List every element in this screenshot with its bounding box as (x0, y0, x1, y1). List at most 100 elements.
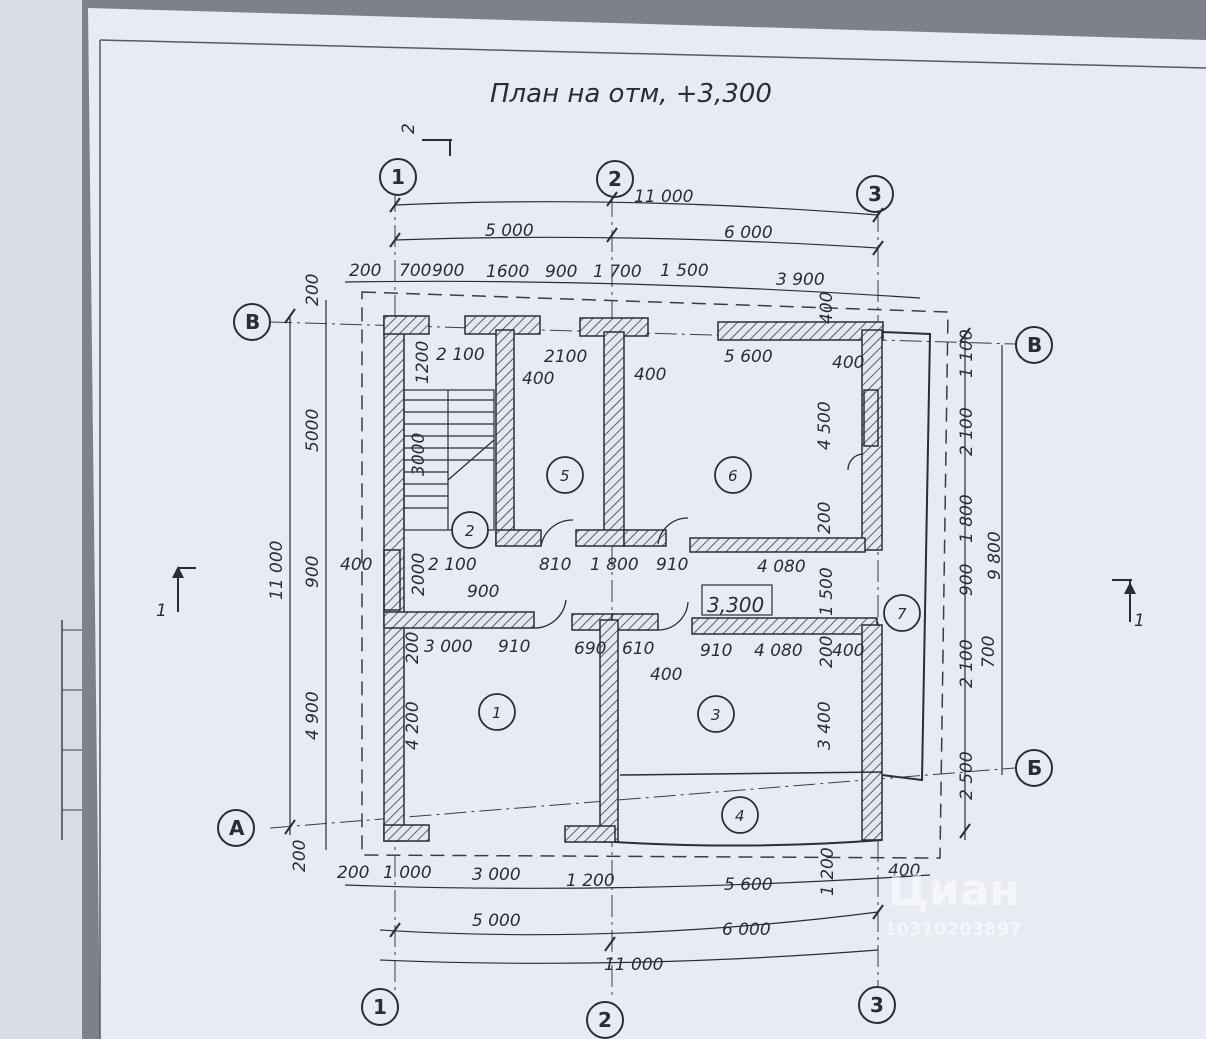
dim-right-2500: 2 500 (957, 751, 977, 800)
dim-bottom-chain-400: 400 (888, 861, 920, 881)
section-mark-top: 2 (399, 123, 419, 134)
dim-int-5600: 5 600 (724, 347, 773, 367)
axis-bubble-1-top: 1 (379, 158, 417, 196)
svg-text:1: 1 (373, 995, 387, 1019)
axis-bubble-3-top: 3 (856, 175, 894, 213)
dim-int-1200: 1200 (413, 341, 433, 384)
svg-text:2: 2 (598, 1008, 612, 1032)
dim-int-4500: 4 500 (815, 401, 835, 450)
svg-text:3: 3 (711, 706, 721, 724)
axis-bubble-2-bottom: 2 (586, 1001, 624, 1039)
dim-bottom-chain-1200: 1 200 (566, 871, 615, 891)
watermark-code: 10310203897 (884, 919, 1022, 940)
room-bubble-7: 7 (883, 594, 921, 632)
dim-right-2100a: 2 100 (957, 407, 977, 456)
axis-bubble-b-right: Б (1015, 749, 1053, 787)
axis-bubble-v-right: В (1015, 326, 1053, 364)
svg-text:4: 4 (735, 807, 745, 825)
dim-top-400: 400 (817, 292, 837, 324)
dim-left-200-top: 200 (303, 274, 323, 306)
svg-text:2: 2 (465, 522, 475, 540)
room-bubble-1: 1 (478, 693, 516, 731)
room-bubble-4: 4 (721, 796, 759, 834)
dim-bottom-total: 11 000 (604, 955, 663, 975)
svg-text:В: В (245, 310, 260, 334)
axis-bubble-a-left: А (217, 809, 255, 847)
dim-right-1800: 1 800 (957, 494, 977, 543)
dim-right-1100: 1 100 (957, 329, 977, 378)
svg-text:3: 3 (870, 993, 884, 1017)
room-bubble-2: 2 (451, 511, 489, 549)
dim-int-200c: 200 (817, 636, 837, 668)
dim-top-chain-1500: 1 500 (660, 261, 709, 281)
dim-int-690: 690 (574, 639, 606, 659)
dim-int-4080a: 4 080 (757, 557, 806, 577)
svg-text:6: 6 (728, 467, 738, 485)
svg-text:А: А (229, 816, 245, 840)
svg-text:5: 5 (560, 467, 570, 485)
dim-top-chain-900b: 900 (545, 262, 577, 282)
paper-sheet (88, 8, 1206, 1039)
dim-int-400e: 400 (832, 641, 864, 661)
dim-top-total: 11 000 (634, 187, 693, 207)
dim-top-5000: 5 000 (485, 221, 534, 241)
dim-top-chain-900a: 900 (432, 261, 464, 281)
dim-bottom-chain-200: 200 (337, 863, 369, 883)
dim-int-3000b: 3 000 (424, 637, 473, 657)
dim-left-total: 11 000 (267, 541, 287, 600)
section-mark-right: 1 (1134, 611, 1145, 631)
axis-bubble-2-top: 2 (596, 160, 634, 198)
dim-int-2100a: 2 100 (436, 345, 485, 365)
dim-right-9800: 9 800 (985, 531, 1005, 580)
dim-bottom-1200: 1 200 (818, 847, 838, 896)
axis-bubble-v-left: В (233, 303, 271, 341)
dim-left-200-bottom: 200 (290, 840, 310, 872)
plan-title: План на отм, +3,300 (490, 79, 772, 109)
dim-int-2100c: 2 100 (428, 555, 477, 575)
dim-right-2100b: 2 100 (957, 639, 977, 688)
dim-int-200a: 200 (815, 502, 835, 534)
room-bubble-3: 3 (697, 695, 735, 733)
dim-int-910c: 910 (700, 641, 732, 661)
room-bubble-6: 6 (714, 456, 752, 494)
svg-text:Б: Б (1027, 756, 1042, 780)
dim-top-chain-1600: 1600 (486, 262, 529, 282)
dim-int-4200: 4 200 (403, 701, 423, 750)
svg-text:1: 1 (492, 704, 502, 722)
dim-left-900: 900 (303, 556, 323, 588)
axis-bubble-3-bottom: 3 (858, 986, 896, 1024)
dim-int-810: 810 (539, 555, 571, 575)
section-mark-left: 1 (156, 601, 167, 621)
dim-bottom-5000: 5 000 (472, 911, 521, 931)
dim-int-1800: 1 800 (590, 555, 639, 575)
dim-int-3000: 3000 (409, 433, 429, 476)
dim-bottom-chain-3000: 3 000 (472, 865, 521, 885)
svg-text:7: 7 (897, 605, 907, 623)
level-mark: 3,300 (707, 593, 764, 617)
dim-int-2000: 2000 (409, 553, 429, 596)
dim-top-chain-1700: 1 700 (593, 262, 642, 282)
watermark-brand: Циан (888, 865, 1020, 916)
dim-top-chain-200: 200 (349, 261, 381, 281)
svg-text:2: 2 (608, 167, 622, 191)
dim-left-5000: 5000 (303, 409, 323, 452)
dim-left-4900: 4 900 (303, 691, 323, 740)
dim-bottom-chain-5600: 5 600 (724, 875, 773, 895)
dim-int-400d: 400 (340, 555, 372, 575)
dim-int-3400: 3 400 (815, 701, 835, 750)
dim-int-910a: 910 (656, 555, 688, 575)
svg-text:В: В (1027, 333, 1042, 357)
dim-int-400c: 400 (634, 365, 666, 385)
svg-text:3: 3 (868, 182, 882, 206)
dim-int-2100b: 2100 (544, 347, 587, 367)
dim-int-1500: 1 500 (817, 567, 837, 616)
dim-int-610: 610 (622, 639, 654, 659)
dim-top-chain-700: 700 (399, 261, 431, 281)
dim-int-910b: 910 (498, 637, 530, 657)
dim-top-6000: 6 000 (724, 223, 773, 243)
dim-bottom-chain-1000: 1 000 (383, 863, 432, 883)
dim-int-400a: 400 (832, 353, 864, 373)
underlying-sheet (0, 0, 82, 1039)
dim-bottom-6000: 6 000 (722, 920, 771, 940)
